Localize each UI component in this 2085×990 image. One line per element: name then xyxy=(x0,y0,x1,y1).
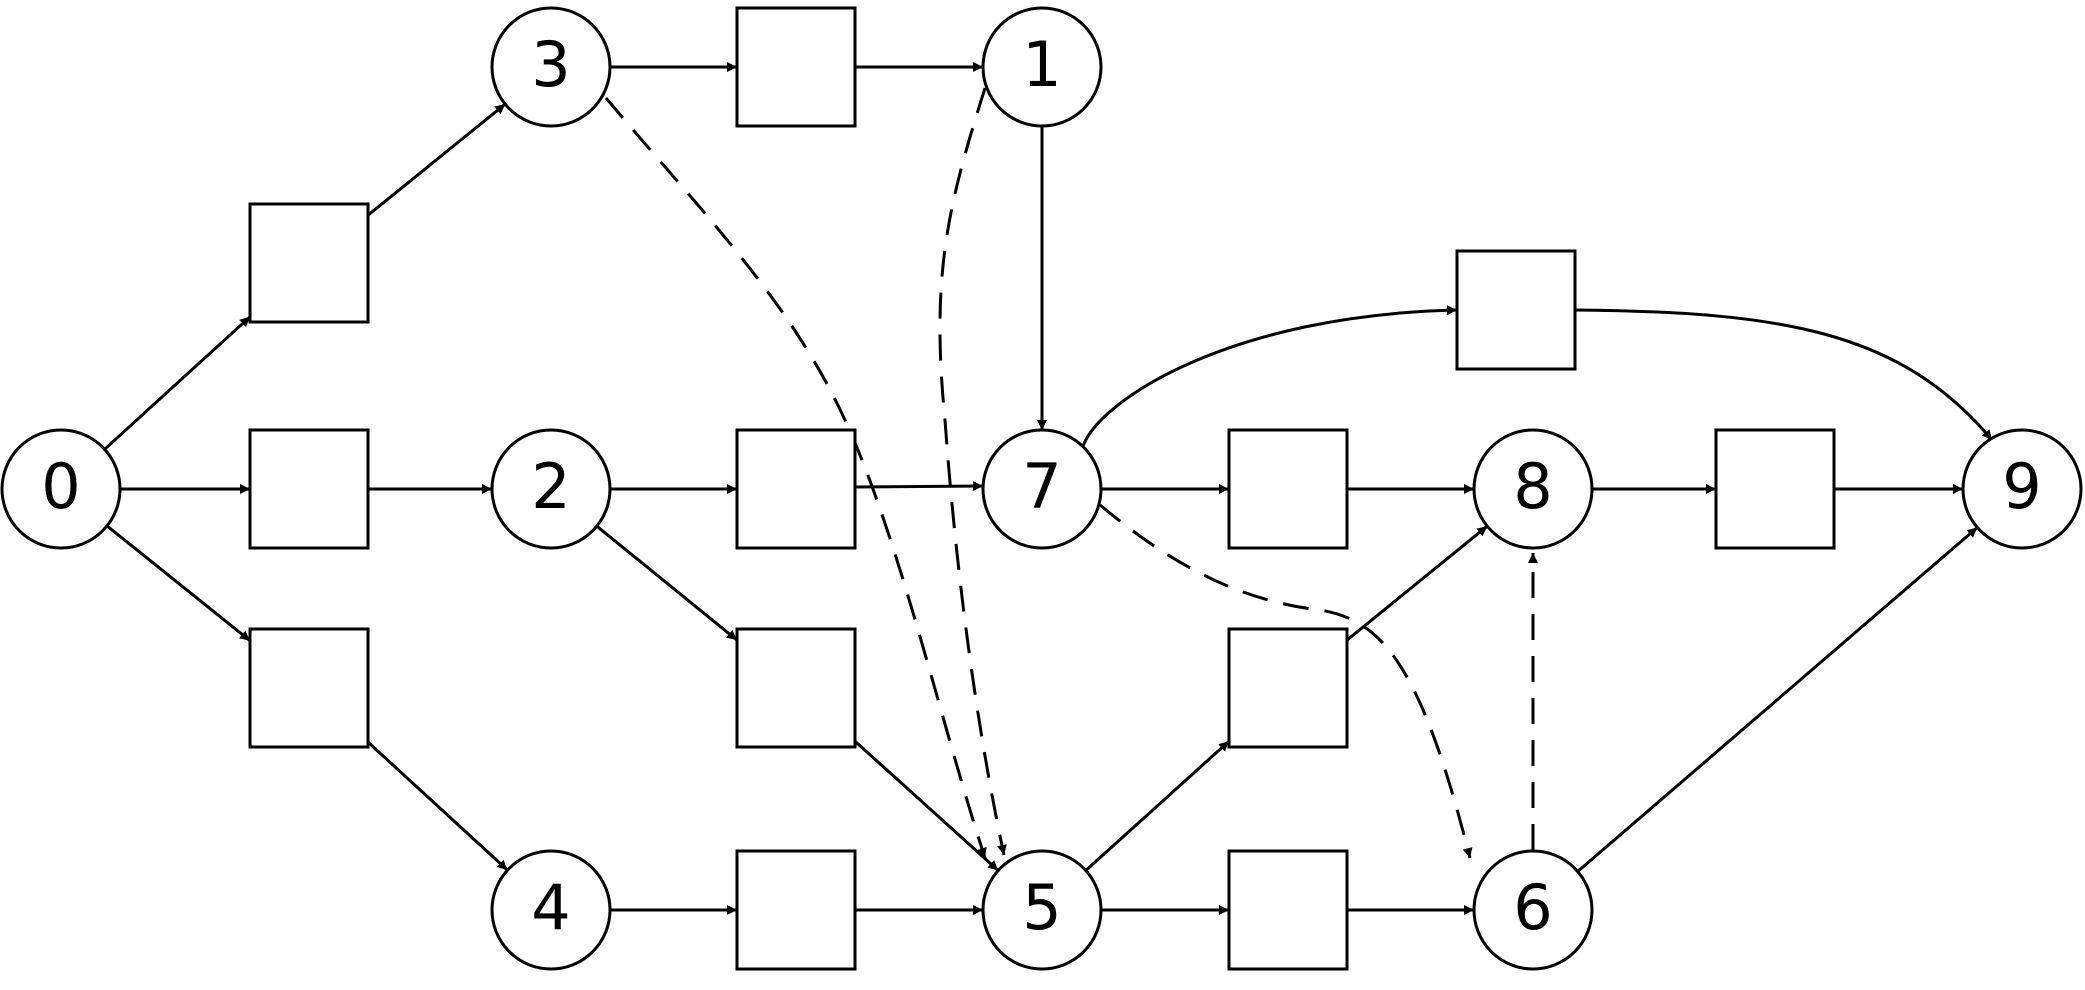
node-7: 7 xyxy=(981,428,1103,550)
edge-n0-b03 xyxy=(103,315,252,451)
node-5: 5 xyxy=(981,849,1103,971)
node-circle xyxy=(981,849,1103,971)
edge-n7-b79 xyxy=(1081,305,1458,447)
edge-b79-n9 xyxy=(1574,308,1994,441)
node-circle xyxy=(1472,849,1594,971)
node-circle xyxy=(490,428,612,550)
node-label: 1 xyxy=(1022,28,1061,101)
edge-b27-n7 xyxy=(854,481,984,492)
box-b79 xyxy=(1455,249,1577,371)
box-b31 xyxy=(735,6,857,128)
node-label: 2 xyxy=(531,450,570,523)
node-circle xyxy=(981,6,1103,128)
node-9: 9 xyxy=(1961,428,2083,550)
edge-b58-n8 xyxy=(1346,525,1489,642)
edge-n1-n5-dashed xyxy=(938,87,1007,856)
edge-n0-b04 xyxy=(106,524,251,642)
node-circle xyxy=(981,428,1103,550)
node-circle xyxy=(490,849,612,971)
node-2: 2 xyxy=(490,428,612,550)
box-b58 xyxy=(1227,627,1349,749)
box-b25 xyxy=(735,627,857,749)
node-label: 6 xyxy=(1513,871,1552,944)
node-3: 3 xyxy=(490,6,612,128)
node-label: 5 xyxy=(1022,871,1061,944)
box-b89 xyxy=(1714,428,1836,550)
node-circle xyxy=(1472,428,1594,550)
edge-n2-b25 xyxy=(595,525,738,642)
box-b03 xyxy=(248,202,370,324)
node-label: 9 xyxy=(2002,450,2041,523)
edge-b03-n3 xyxy=(367,102,507,217)
shapes-layer: 0 1 2 3 4 5 6 7 8 9 xyxy=(0,6,2083,971)
edges-layer xyxy=(103,62,1994,915)
node-1: 1 xyxy=(981,6,1103,128)
node-label: 8 xyxy=(1513,450,1552,523)
edge-b04-n4 xyxy=(366,740,509,872)
node-label: 4 xyxy=(531,871,570,944)
edge-b25-n5 xyxy=(853,740,1000,872)
node-4: 4 xyxy=(490,849,612,971)
node-circle xyxy=(0,428,122,550)
edge-n5-b58 xyxy=(1084,740,1231,872)
box-b56 xyxy=(1227,849,1349,971)
node-6: 6 xyxy=(1472,849,1594,971)
box-b02 xyxy=(248,428,370,550)
box-b04 xyxy=(248,627,370,749)
box-b78 xyxy=(1227,428,1349,550)
node-circle xyxy=(490,6,612,128)
node-label: 3 xyxy=(531,28,570,101)
node-8: 8 xyxy=(1472,428,1594,550)
edge-n6-n9 xyxy=(1576,526,1979,873)
node-0: 0 xyxy=(0,428,122,550)
node-circle xyxy=(1961,428,2083,550)
node-label: 0 xyxy=(41,450,80,523)
box-b27 xyxy=(735,428,857,550)
edge-n3-n5-dashed xyxy=(604,97,987,859)
node-label: 7 xyxy=(1022,450,1061,523)
box-b45 xyxy=(735,849,857,971)
